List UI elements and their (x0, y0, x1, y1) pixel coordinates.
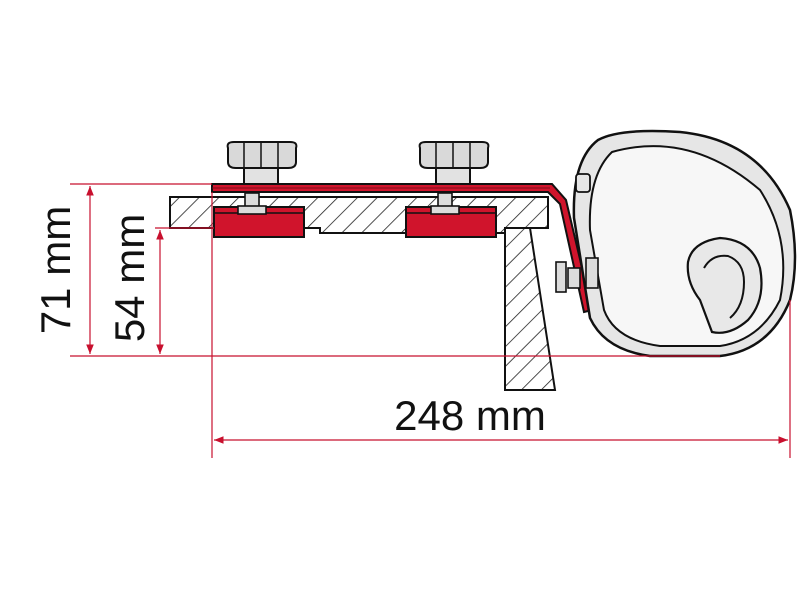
bolt-icon (237, 192, 460, 215)
knob-icon (418, 141, 490, 185)
bracket-height-label: 54 mm (106, 214, 153, 342)
awning-cassette (555, 129, 797, 358)
total-height-label: 71 mm (32, 206, 79, 334)
total-width-label: 248 mm (394, 392, 546, 439)
knob-icon (226, 141, 298, 185)
dimension-lines (70, 183, 791, 458)
